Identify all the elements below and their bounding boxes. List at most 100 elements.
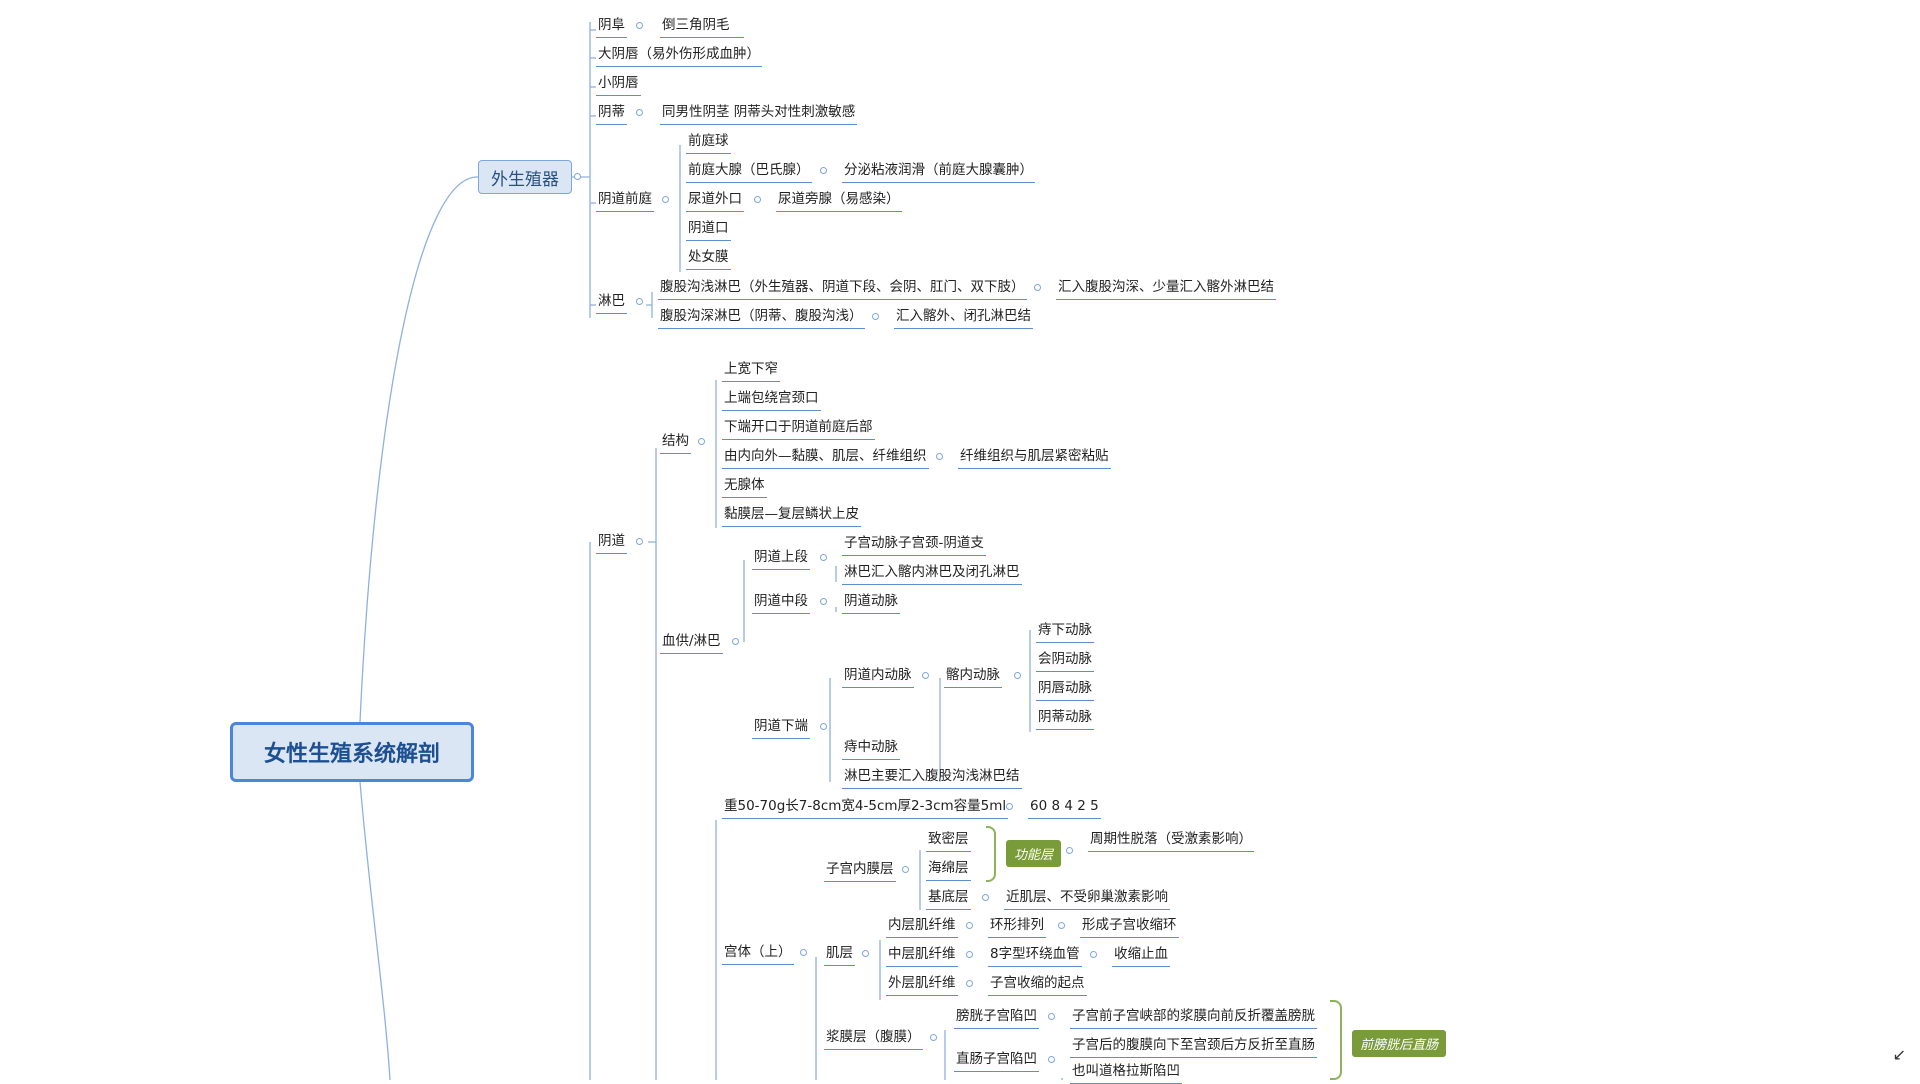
node-zhizhongdongmai[interactable]: 痔中动脉 [842, 738, 900, 760]
node-linba[interactable]: 淋巴 [596, 292, 627, 314]
collapse-icon[interactable] [862, 950, 869, 957]
collapse-icon[interactable] [936, 453, 943, 460]
node-jiegou-4[interactable]: 由内向外—黏膜、肌层、纤维组织 [722, 447, 929, 469]
collapse-icon[interactable] [1014, 672, 1021, 679]
node-jiegou-3[interactable]: 下端开口于阴道前庭后部 [722, 418, 875, 440]
node-zhongceng-b[interactable]: 收缩止血 [1112, 945, 1170, 967]
node-yinfu[interactable]: 阴阜 [596, 16, 627, 38]
node-zigong-mnemonic[interactable]: 60 8 4 2 5 [1028, 797, 1101, 819]
collapse-icon[interactable] [930, 1034, 937, 1041]
node-yinfu-detail[interactable]: 倒三角阴毛 [660, 16, 744, 38]
collapse-icon[interactable] [872, 313, 879, 320]
node-yindaokou[interactable]: 阴道口 [686, 219, 731, 241]
node-linba-qian-detail[interactable]: 汇入腹股沟深、少量汇入髂外淋巴结 [1056, 278, 1276, 300]
node-zhongceng-a[interactable]: 8字型环绕血管 [988, 945, 1082, 967]
node-jiegou-4-detail[interactable]: 纤维组织与肌层紧密粘贴 [958, 447, 1111, 469]
collapse-icon[interactable] [1034, 284, 1041, 291]
node-niaodaowaikou-detail[interactable]: 尿道旁腺（易感染） [776, 190, 902, 212]
node-zhongceng[interactable]: 中层肌纤维 [886, 945, 958, 967]
node-yindi[interactable]: 阴蒂 [596, 103, 627, 125]
node-zhichang-alias[interactable]: 也叫道格拉斯陷凹 [1070, 1062, 1182, 1084]
node-shangduan-a[interactable]: 子宫动脉子宫颈-阴道支 [842, 534, 986, 556]
node-huiyindongmai[interactable]: 会阴动脉 [1036, 650, 1094, 672]
node-zhongduan-a[interactable]: 阴道动脉 [842, 592, 900, 614]
node-jiegou-2[interactable]: 上端包绕宫颈口 [722, 389, 821, 411]
collapse-icon[interactable] [820, 167, 827, 174]
node-niaodaowaikou[interactable]: 尿道外口 [686, 190, 744, 212]
collapse-icon[interactable] [1090, 951, 1097, 958]
node-yinchundongmai[interactable]: 阴唇动脉 [1036, 679, 1094, 701]
node-pangguang-detail[interactable]: 子宫前子宫峡部的浆膜向前反折覆盖膀胱 [1070, 1007, 1317, 1029]
node-neiceng-a[interactable]: 环形排列 [988, 916, 1046, 938]
node-zigong-weight[interactable]: 重50-70g长7-8cm宽4-5cm厚2-3cm容量5ml [722, 797, 1009, 819]
node-jiangmo[interactable]: 浆膜层（腹膜） [824, 1028, 923, 1050]
node-jiegou[interactable]: 结构 [660, 432, 691, 454]
node-linba-shen[interactable]: 腹股沟深淋巴（阴蒂、腹股沟浅） [658, 307, 865, 329]
node-shangduan[interactable]: 阴道上段 [752, 548, 810, 570]
node-dayinchun[interactable]: 大阴唇（易外伤形成血肿） [596, 45, 762, 67]
collapse-icon[interactable] [820, 554, 827, 561]
collapse-icon[interactable] [1066, 847, 1073, 854]
node-qiantingdaxian[interactable]: 前庭大腺（巴氏腺） [686, 161, 812, 183]
node-linba-shen-detail[interactable]: 汇入髂外、闭孔淋巴结 [894, 307, 1033, 329]
collapse-icon[interactable] [732, 638, 739, 645]
node-jiegou-1[interactable]: 上宽下窄 [722, 360, 780, 382]
node-waiceng-a[interactable]: 子宫收缩的起点 [988, 974, 1087, 996]
node-waiceng[interactable]: 外层肌纤维 [886, 974, 958, 996]
node-neimo[interactable]: 子宫内膜层 [824, 860, 896, 882]
node-gongnengceng-detail[interactable]: 周期性脱落（受激素影响） [1088, 830, 1254, 852]
node-zhongduan[interactable]: 阴道中段 [752, 592, 810, 614]
collapse-icon[interactable] [820, 723, 827, 730]
tag-gongnengceng[interactable]: 功能层 [1006, 840, 1062, 867]
node-yindao[interactable]: 阴道 [596, 532, 627, 554]
collapse-icon[interactable] [698, 438, 705, 445]
tag-qianpangguang[interactable]: 前膀胱后直肠 [1352, 1030, 1447, 1057]
collapse-icon[interactable] [1058, 922, 1065, 929]
node-yindaoqianting[interactable]: 阴道前庭 [596, 190, 654, 212]
node-shangduan-b[interactable]: 淋巴汇入髂内淋巴及闭孔淋巴 [842, 563, 1022, 585]
node-zhichang[interactable]: 直肠子宫陷凹 [954, 1050, 1039, 1072]
node-chunvmo[interactable]: 处女膜 [686, 248, 731, 270]
node-jiegou-6[interactable]: 黏膜层—复层鳞状上皮 [722, 505, 861, 527]
collapse-icon[interactable] [902, 866, 909, 873]
node-pangguang[interactable]: 膀胱子宫陷凹 [954, 1007, 1039, 1029]
collapse-icon[interactable] [636, 22, 643, 29]
collapse-icon[interactable] [820, 598, 827, 605]
node-xiaduan-linba[interactable]: 淋巴主要汇入腹股沟浅淋巴结 [842, 767, 1022, 789]
node-jidiceng[interactable]: 基底层 [926, 888, 971, 910]
collapse-icon[interactable] [636, 298, 643, 305]
collapse-icon[interactable] [662, 196, 669, 203]
node-neiceng[interactable]: 内层肌纤维 [886, 916, 958, 938]
collapse-icon[interactable] [574, 173, 581, 180]
collapse-icon[interactable] [1048, 1056, 1055, 1063]
node-qiantingdaxian-detail[interactable]: 分泌粘液润滑（前庭大腺囊肿） [842, 161, 1035, 183]
node-yindi-detail[interactable]: 同男性阴茎 阴蒂头对性刺激敏感 [660, 103, 858, 125]
collapse-icon[interactable] [636, 109, 643, 116]
node-neiceng-b[interactable]: 形成子宫收缩环 [1080, 916, 1179, 938]
node-xuegong[interactable]: 血供/淋巴 [660, 632, 723, 654]
collapse-icon[interactable] [922, 672, 929, 679]
node-qiantingqiu[interactable]: 前庭球 [686, 132, 731, 154]
root-topic[interactable]: 女性生殖系统解剖 [230, 722, 474, 782]
node-gongti[interactable]: 宫体（上） [722, 943, 794, 965]
collapse-icon[interactable] [982, 894, 989, 901]
node-zhichang-detail[interactable]: 子宫后的腹膜向下至宫颈后方反折至直肠 [1070, 1036, 1317, 1058]
collapse-icon[interactable] [966, 951, 973, 958]
collapse-icon[interactable] [1048, 1013, 1055, 1020]
collapse-icon[interactable] [800, 949, 807, 956]
node-yindaoneidongmai[interactable]: 阴道内动脉 [842, 666, 914, 688]
node-zhixiadongmai[interactable]: 痔下动脉 [1036, 621, 1094, 643]
collapse-icon[interactable] [754, 196, 761, 203]
node-yindidongmai[interactable]: 阴蒂动脉 [1036, 708, 1094, 730]
node-linba-qian[interactable]: 腹股沟浅淋巴（外生殖器、阴道下段、会阴、肛门、双下肢） [658, 278, 1027, 300]
node-jiceng[interactable]: 肌层 [824, 944, 855, 966]
node-zhimiceng[interactable]: 致密层 [926, 830, 971, 852]
collapse-view-icon[interactable]: ↙ [1892, 1045, 1906, 1064]
node-jiegou-5[interactable]: 无腺体 [722, 476, 767, 498]
collapse-icon[interactable] [966, 980, 973, 987]
collapse-icon[interactable] [636, 538, 643, 545]
collapse-icon[interactable] [966, 922, 973, 929]
node-xiaduan[interactable]: 阴道下端 [752, 717, 810, 739]
node-jidiceng-detail[interactable]: 近肌层、不受卵巢激素影响 [1004, 888, 1170, 910]
main-topic-waishengzhiqi[interactable]: 外生殖器 [478, 160, 572, 194]
